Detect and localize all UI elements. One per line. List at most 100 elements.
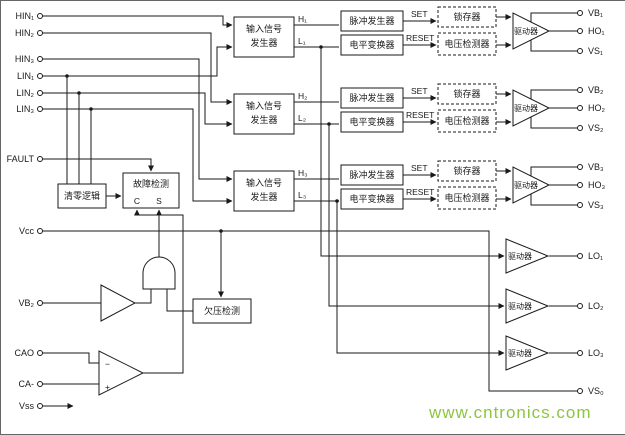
pin-label-ho2: HO₂ xyxy=(588,103,606,113)
net-label-l1: L₁ xyxy=(298,36,306,46)
fault-detect-block: 故障检测 C S xyxy=(122,172,180,209)
high-side-driver-1: 驱动器 xyxy=(512,12,551,50)
pulse-generator-2-label: 脉冲发生器 xyxy=(349,92,394,103)
pin-label-lin3: LIN₃ xyxy=(16,104,34,114)
low-side-driver-2: 驱动器 xyxy=(505,288,550,324)
driver-output-wires xyxy=(549,30,578,354)
low-side-driver-1: 驱动器 xyxy=(505,238,550,274)
net-label-h3: H₃ xyxy=(298,168,308,178)
pin-label-vb3: VB₃ xyxy=(588,162,604,172)
low-side-driver-3: 驱动器 xyxy=(505,335,550,371)
pin-label-vs3: VS₃ xyxy=(588,200,604,210)
pin-label-vb1: VB₁ xyxy=(588,8,603,18)
pin-label-vss: Vss xyxy=(19,401,35,411)
pin-label-vb2: VB₂ xyxy=(588,85,604,95)
input-signal-generator-2-label-1: 输入信号 xyxy=(246,100,282,111)
set-label-3: SET xyxy=(411,163,428,173)
vb2-buffer xyxy=(100,284,137,322)
pin-label-hin1: HIN₁ xyxy=(15,11,34,21)
arrow-wires xyxy=(42,14,512,409)
pin-label-vs0: VS₀ xyxy=(588,386,604,396)
latch-1-label: 锁存器 xyxy=(453,11,480,22)
voltage-detector-2: 电压检测器 xyxy=(437,109,497,133)
input-signal-generator-2: 输入信号 发生器 xyxy=(233,93,295,135)
right-terminals xyxy=(577,10,583,394)
opamp-minus-sign: − xyxy=(105,359,110,369)
fault-detect-label: 故障检测 xyxy=(133,178,169,189)
reset-label-2: RESET xyxy=(406,110,434,120)
current-amp-opamp: − + xyxy=(98,350,145,396)
input-signal-generator-3: 输入信号 发生器 xyxy=(233,170,295,212)
level-converter-1-label: 电平变换器 xyxy=(349,39,394,50)
latch-3-label: 锁存器 xyxy=(453,165,480,176)
input-signal-generator-1-label-1: 输入信号 xyxy=(246,23,282,34)
input-signal-generator-1-label-2: 发生器 xyxy=(250,37,277,48)
level-converter-1: 电平变换器 xyxy=(340,34,404,56)
latch-2: 锁存器 xyxy=(437,83,497,105)
level-converter-2-label: 电平变换器 xyxy=(349,116,394,127)
pulse-generator-3-label: 脉冲发生器 xyxy=(349,169,394,180)
voltage-detector-3-label: 电压检测器 xyxy=(444,192,489,203)
high-side-driver-3: 驱动器 xyxy=(512,166,551,204)
channel-1: 输入信号 发生器 H₁ L₁ 脉冲发生器 电平变换器 SET RESET 锁存器… xyxy=(233,6,551,58)
pin-label-vs1: VS₁ xyxy=(588,46,603,56)
set-label-1: SET xyxy=(411,9,428,19)
latch-3: 锁存器 xyxy=(437,160,497,182)
vb-vs-stub-wires xyxy=(530,12,578,206)
opamp-input-wires xyxy=(42,352,99,385)
wires xyxy=(42,12,578,392)
net-label-h2: H₂ xyxy=(298,91,307,101)
level-converter-2: 电平变换器 xyxy=(340,111,404,133)
net-label-l2: L₂ xyxy=(298,113,306,123)
voltage-detector-1-label: 电压检测器 xyxy=(444,38,489,49)
junction-dots xyxy=(65,45,339,233)
fault-detect-s-terminal-label: S xyxy=(156,196,162,206)
pin-label-lin2: LIN₂ xyxy=(17,88,35,98)
undervoltage-detect-label: 欠压检测 xyxy=(204,305,240,316)
high-side-driver-3-label: 驱动器 xyxy=(514,180,538,190)
pin-label-lo1: LO₁ xyxy=(588,251,603,261)
latch-1: 锁存器 xyxy=(437,6,497,28)
input-signal-generator-3-label-2: 发生器 xyxy=(250,191,277,202)
low-side-driver-2-label: 驱动器 xyxy=(508,301,532,311)
pulse-generator-2: 脉冲发生器 xyxy=(340,87,404,109)
reset-label-3: RESET xyxy=(406,187,434,197)
pin-label-fault: FAULT xyxy=(7,154,35,164)
undervoltage-detect-block: 欠压检测 xyxy=(192,298,252,324)
low-side-driver-3-label: 驱动器 xyxy=(508,348,532,358)
pin-label-ho3: HO₃ xyxy=(588,180,606,190)
and-gate xyxy=(142,256,176,290)
pulse-generator-1-label: 脉冲发生器 xyxy=(349,15,394,26)
right-pin-labels: VB₁ HO₁ VS₁ VB₂ HO₂ VS₂ VB₃ HO₃ VS₃ LO₁ … xyxy=(588,8,606,396)
channel-2: 输入信号 发生器 H₂ L₂ 脉冲发生器 电平变换器 SET RESET 锁存器… xyxy=(233,83,551,135)
reset-label-1: RESET xyxy=(406,33,434,43)
input-signal-generator-3-label-1: 输入信号 xyxy=(246,177,282,188)
pin-label-hin3: HIN₃ xyxy=(15,54,34,64)
channel-3: 输入信号 发生器 H₃ L₃ 脉冲发生器 电平变换器 SET RESET 锁存器… xyxy=(233,160,551,212)
set-label-2: SET xyxy=(411,86,428,96)
vb2-buffer-and-wires xyxy=(42,289,193,312)
level-converter-3-label: 电平变换器 xyxy=(349,193,394,204)
pin-label-vs2: VS₂ xyxy=(588,123,604,133)
voltage-detector-1: 电压检测器 xyxy=(437,32,497,56)
pin-label-lin1: LIN₁ xyxy=(17,71,34,81)
clear-logic-block: 清零逻辑 xyxy=(57,183,107,209)
fault-detect-c-terminal-label: C xyxy=(134,196,140,206)
high-side-driver-2: 驱动器 xyxy=(512,89,551,127)
low-side-driver-1-label: 驱动器 xyxy=(508,251,532,261)
pin-label-vcc: Vcc xyxy=(19,226,35,236)
pin-label-ho1: HO₁ xyxy=(588,26,605,36)
pin-label-ca-minus: CA- xyxy=(19,379,35,389)
pin-label-vb2-in: VB₂ xyxy=(19,298,35,308)
voltage-detector-3: 电压检测器 xyxy=(437,186,497,210)
clear-logic-label: 清零逻辑 xyxy=(64,190,100,201)
net-h-l-wires xyxy=(294,24,339,202)
vcc-vs0-rail xyxy=(42,230,578,392)
left-terminals xyxy=(37,13,43,409)
input-signal-generator-2-label-2: 发生器 xyxy=(250,114,277,125)
high-side-driver-1-label: 驱动器 xyxy=(514,26,538,36)
net-label-h1: H₁ xyxy=(298,14,307,24)
net-label-l3: L₃ xyxy=(298,190,306,200)
